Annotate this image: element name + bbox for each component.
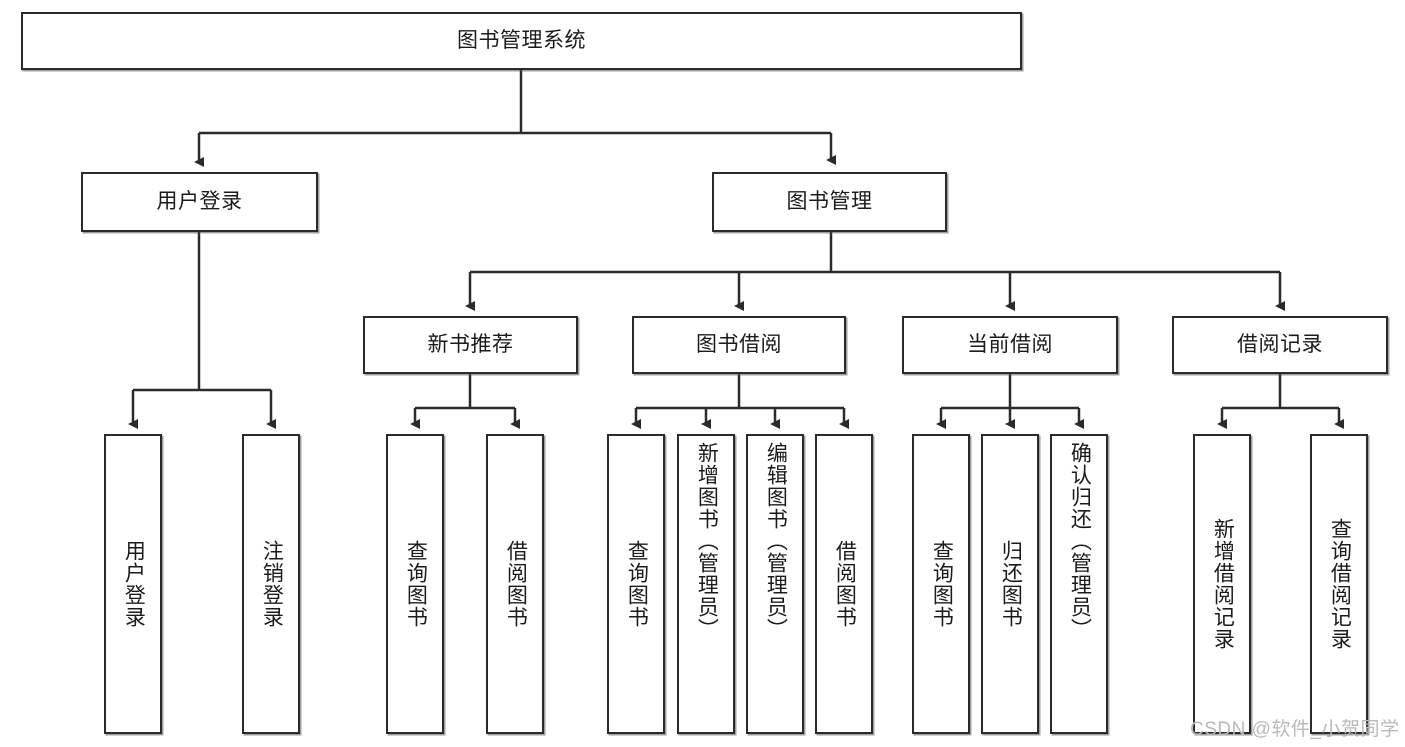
node-book-borrow[interactable]: 图书借阅: [632, 316, 846, 374]
node-label: 图书管理系统: [457, 28, 586, 52]
node-label: 查询借阅记录: [1328, 518, 1352, 650]
leaf-borrow-add-book-admin[interactable]: 新增图书（管理员）: [677, 434, 735, 734]
node-current-borrow[interactable]: 当前借阅: [902, 316, 1118, 374]
node-root-system[interactable]: 图书管理系统: [21, 12, 1022, 70]
leaf-user-login-logout[interactable]: 注销登录: [242, 434, 300, 734]
node-label: 新增借阅记录: [1211, 518, 1235, 650]
node-borrow-record[interactable]: 借阅记录: [1172, 316, 1388, 374]
node-label: 借阅图书: [833, 540, 857, 628]
node-label: 编辑图书（管理员）: [764, 442, 788, 640]
node-label: 用户登录: [122, 540, 146, 628]
node-label: 当前借阅: [967, 332, 1053, 356]
leaf-recommend-borrow-book[interactable]: 借阅图书: [486, 434, 544, 734]
node-label: 归还图书: [999, 540, 1023, 628]
node-label: 查询图书: [404, 540, 428, 628]
leaf-current-query-book[interactable]: 查询图书: [912, 434, 970, 734]
node-book-management[interactable]: 图书管理: [712, 172, 947, 232]
node-label: 借阅记录: [1237, 332, 1323, 356]
leaf-current-confirm-return-admin[interactable]: 确认归还（管理员）: [1050, 434, 1108, 734]
node-label: 借阅图书: [504, 540, 528, 628]
leaf-recommend-query-book[interactable]: 查询图书: [386, 434, 444, 734]
leaf-borrow-borrow-book[interactable]: 借阅图书: [815, 434, 873, 734]
node-label: 查询图书: [625, 540, 649, 628]
node-label: 新增图书（管理员）: [695, 442, 719, 640]
leaf-record-add-record[interactable]: 新增借阅记录: [1193, 434, 1251, 734]
node-label: 注销登录: [260, 540, 284, 628]
node-user-login[interactable]: 用户登录: [81, 172, 318, 232]
node-label: 查询图书: [930, 540, 954, 628]
leaf-record-query-record[interactable]: 查询借阅记录: [1310, 434, 1368, 734]
leaf-current-return-book[interactable]: 归还图书: [981, 434, 1039, 734]
node-label: 用户登录: [156, 189, 243, 213]
leaf-borrow-edit-book-admin[interactable]: 编辑图书（管理员）: [746, 434, 804, 734]
node-new-book-recommend[interactable]: 新书推荐: [363, 316, 578, 374]
leaf-borrow-query-book[interactable]: 查询图书: [607, 434, 665, 734]
node-label: 确认归还（管理员）: [1068, 442, 1092, 640]
node-label: 图书管理: [786, 189, 873, 213]
leaf-user-login-login[interactable]: 用户登录: [104, 434, 162, 734]
node-label: 新书推荐: [427, 332, 514, 356]
node-label: 图书借阅: [696, 332, 782, 356]
